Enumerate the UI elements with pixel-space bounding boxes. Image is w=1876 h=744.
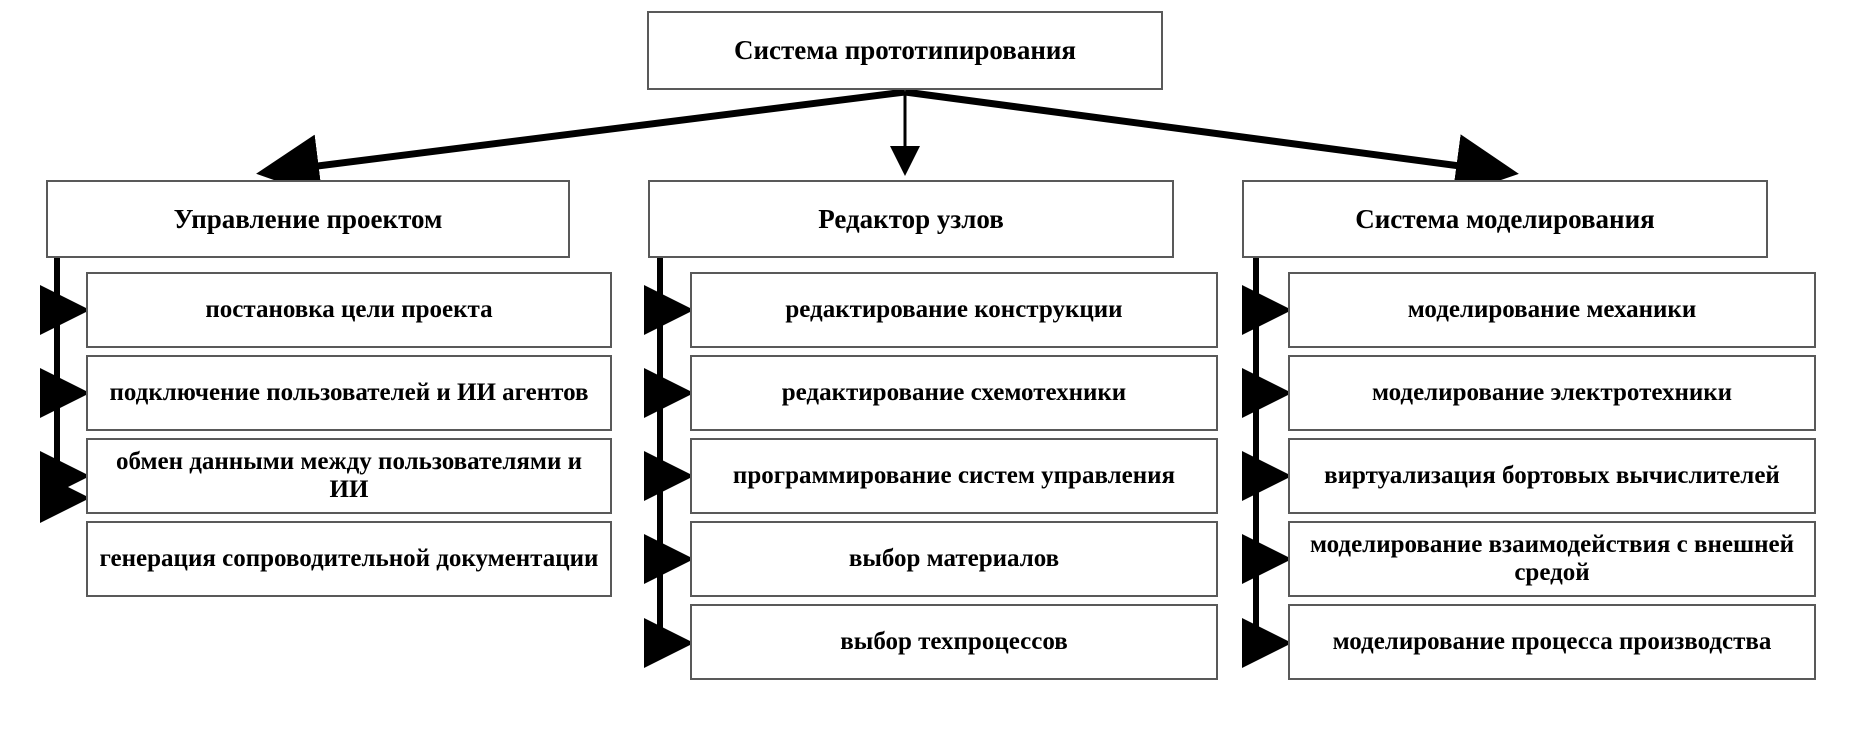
leaf-node-connect-users-ai[interactable]: подключение пользователей и ИИ агентов <box>86 355 612 431</box>
leaf-node-label: обмен данными между пользователями и ИИ <box>115 448 583 503</box>
group-node-project-management[interactable]: Управление проектом <box>46 180 570 258</box>
group-node-label: Редактор узлов <box>818 203 1004 234</box>
leaf-node-label: генерация сопроводительной документации <box>99 545 599 572</box>
leaf-node-label: выбор техпроцессов <box>840 628 1068 655</box>
leaf-node-environment-interaction-simulation[interactable]: моделирование взаимодействия с внешней с… <box>1288 521 1816 597</box>
leaf-node-mechanics-simulation[interactable]: моделирование механики <box>1288 272 1816 348</box>
leaf-node-label: моделирование процесса производства <box>1332 628 1772 655</box>
connector-root-to-group-right <box>904 88 1519 197</box>
group-node-node-editor[interactable]: Редактор узлов <box>648 180 1174 258</box>
leaf-node-project-goal[interactable]: постановка цели проекта <box>86 272 612 348</box>
leaf-node-label: программирование систем управления <box>732 462 1176 489</box>
leaf-node-label: подключение пользователей и ИИ агентов <box>109 379 589 406</box>
leaf-node-circuit-editing[interactable]: редактирование схемотехники <box>690 355 1218 431</box>
group-node-simulation-system[interactable]: Система моделирования <box>1242 180 1768 258</box>
leaf-node-electrical-simulation[interactable]: моделирование электротехники <box>1288 355 1816 431</box>
leaf-node-label: виртуализация бортовых вычислителей <box>1324 462 1780 489</box>
leaf-node-label: моделирование электротехники <box>1371 379 1733 406</box>
leaf-node-documentation-generation[interactable]: генерация сопроводительной документации <box>86 521 612 597</box>
leaf-node-onboard-computer-virtualization[interactable]: виртуализация бортовых вычислителей <box>1288 438 1816 514</box>
leaf-node-material-selection[interactable]: выбор материалов <box>690 521 1218 597</box>
connector-root-to-group-left <box>256 88 906 198</box>
leaf-node-process-selection[interactable]: выбор техпроцессов <box>690 604 1218 680</box>
group-node-label: Система моделирования <box>1355 203 1655 234</box>
leaf-node-label: постановка цели проекта <box>205 296 493 323</box>
leaf-node-label: моделирование механики <box>1407 296 1697 323</box>
leaf-node-label: редактирование схемотехники <box>781 379 1127 406</box>
leaf-node-production-process-simulation[interactable]: моделирование процесса производства <box>1288 604 1816 680</box>
root-node[interactable]: Система прототипирования <box>647 11 1163 90</box>
leaf-node-data-exchange[interactable]: обмен данными между пользователями и ИИ <box>86 438 612 514</box>
leaf-node-label: выбор материалов <box>848 545 1060 572</box>
leaf-node-construction-editing[interactable]: редактирование конструкции <box>690 272 1218 348</box>
group-node-label: Управление проектом <box>173 203 443 234</box>
root-node-label: Система прототипирования <box>733 35 1077 66</box>
leaf-node-label: редактирование конструкции <box>785 296 1123 323</box>
leaf-node-label: моделирование взаимодействия с внешней с… <box>1309 531 1795 586</box>
leaf-node-control-systems-programming[interactable]: программирование систем управления <box>690 438 1218 514</box>
